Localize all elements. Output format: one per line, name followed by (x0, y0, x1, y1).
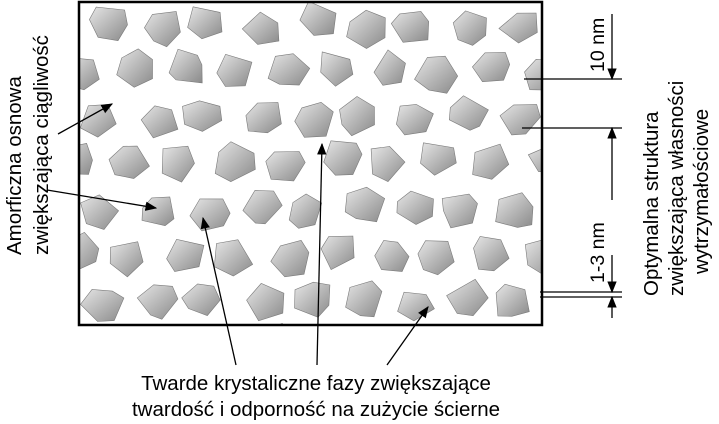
crystalline-grain (396, 104, 434, 136)
crystalline-grain (361, 330, 400, 365)
crystalline-grain (420, 329, 454, 364)
dimension-10nm-label: 10 nm (587, 18, 609, 72)
crystalline-grain (245, 102, 282, 134)
crystalline-grain (339, 96, 375, 137)
crystalline-grain (79, 58, 100, 91)
crystalline-grain (448, 95, 489, 131)
crystalline-grain (420, 142, 457, 176)
crystalline-grain (374, 240, 410, 272)
crystalline-grain (549, 105, 584, 140)
crystalline-grain (168, 48, 203, 84)
crystalline-grain (265, 151, 306, 182)
dimension-1-3nm-label: 1-3 nm (587, 222, 609, 283)
crystalline-grain (578, 0, 616, 1)
crystalline-grain (168, 333, 206, 365)
crystalline-grain (60, 332, 95, 361)
crystalline-grain (546, 8, 583, 37)
crystalline-grain (344, 186, 386, 223)
crystalline-grain (217, 333, 253, 369)
crystalline-grain (346, 9, 386, 49)
crystalline-grain (524, 58, 542, 91)
crystalline-grain (277, 323, 285, 325)
crystalline-grain (446, 278, 489, 317)
crystalline-grain (498, 12, 538, 44)
crystalline-grain (414, 55, 459, 94)
crystalline-phase-label-line2: twardość i odporność na zużycie ścierne (132, 398, 500, 421)
crystalline-grain (495, 283, 530, 317)
crystalline-grain (452, 10, 487, 46)
crystalline-grain (144, 11, 181, 48)
crystalline-grain (472, 143, 510, 180)
crystalline-grain (472, 52, 511, 83)
crystalline-grain (80, 194, 120, 230)
crystalline-grain (396, 190, 434, 225)
structure-frame (77, 0, 544, 327)
crystalline-grain (166, 238, 205, 272)
crystalline-grain (417, 240, 455, 276)
crystalline-grains (42, 0, 616, 371)
crystalline-grain (373, 49, 406, 86)
optimal-structure-label-line3: wytrzymałościowe (690, 109, 713, 275)
crystalline-grain (189, 198, 231, 232)
crystalline-grain (495, 192, 534, 228)
crystalline-grain (499, 104, 541, 136)
crystalline-grain (213, 239, 254, 277)
crystalline-grain (108, 145, 150, 179)
optimal-structure-label: Optymalna struktura (640, 111, 663, 296)
crystalline-grain (345, 280, 383, 318)
crystalline-grain (294, 101, 334, 138)
crystalline-grain (89, 6, 128, 42)
optimal-structure-label-line2: zwiększająca własności (665, 81, 688, 296)
amorphous-matrix-label: Amorficzna osnowa (3, 76, 26, 255)
crystalline-grain (527, 332, 560, 363)
crystalline-grain (551, 194, 589, 227)
amorphous-matrix-label-line2: zwiększająca ciągliwość (30, 35, 53, 255)
crystalline-grain (320, 51, 354, 87)
crystalline-grain (469, 334, 506, 370)
matrix-background (79, 2, 542, 325)
pointer-arrows (46, 103, 429, 366)
crystalline-grain (270, 239, 310, 278)
crystalline-grain (370, 146, 406, 182)
crystalline-grain (288, 193, 323, 229)
crystalline-grain (473, 236, 510, 272)
crystalline-grain (242, 190, 283, 225)
crystalline-grain (140, 105, 179, 139)
crystalline-grain (214, 141, 256, 183)
crystalline-grain (116, 48, 153, 88)
crystalline-grain (554, 284, 592, 321)
crystalline-grain (267, 53, 311, 86)
crystalline-grain (136, 284, 179, 320)
crystalline-grain (181, 283, 221, 316)
crystalline-grain (80, 289, 125, 322)
crystalline-grain (524, 239, 542, 275)
crystalline-grain (79, 232, 100, 270)
crystalline-grain (299, 2, 337, 36)
crystalline-grain (112, 333, 154, 366)
crystalline-grain (390, 11, 430, 43)
crystalline-grain (161, 145, 195, 183)
crystalline-grain (320, 235, 355, 271)
crystalline-grain (241, 11, 280, 45)
crystalline-grain (216, 53, 253, 87)
crystalline-grain (246, 283, 285, 322)
crystalline-grain (323, 140, 363, 176)
crystalline-grain (575, 335, 613, 371)
crystalline-grain (441, 193, 478, 229)
crystalline-grain (109, 241, 144, 278)
crystalline-grain (79, 143, 93, 175)
crystalline-grain (569, 149, 606, 185)
crystalline-grain (42, 281, 77, 315)
dimension-markers (522, 14, 622, 318)
crystalline-phase-label: Twarde krystaliczne fazy zwiększające (141, 372, 491, 395)
crystalline-grain (182, 100, 223, 132)
crystalline-grain (187, 6, 223, 40)
